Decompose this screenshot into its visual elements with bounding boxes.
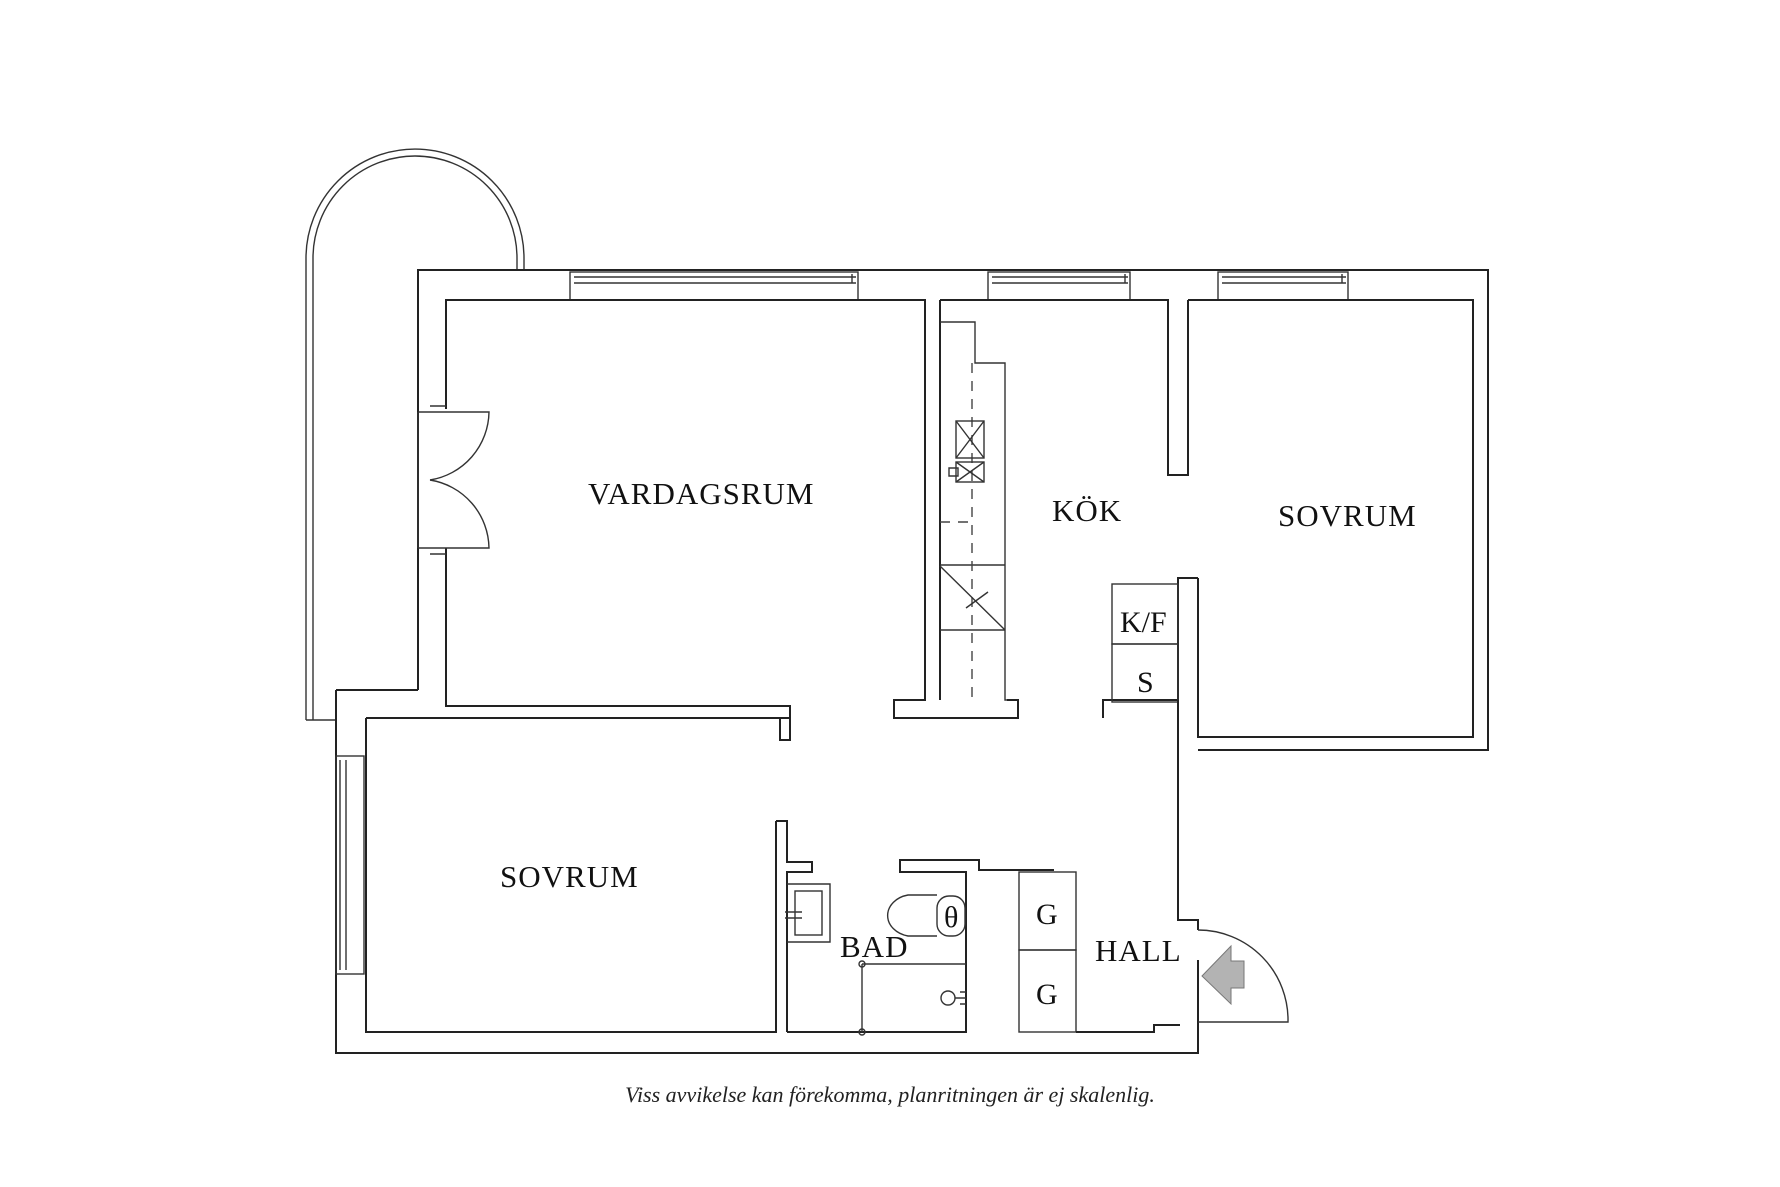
vardagsrum-walls [366,299,1019,741]
fixture-label-s: S [1137,666,1154,699]
hall-walls [1177,700,1289,1023]
g-closets [1018,871,1180,1033]
bad-walls: θ [785,859,1054,1036]
fixture-label-kf: K/F [1120,606,1167,639]
room-label-sovrum-2: SOVRUM [500,859,639,894]
room-label-sovrum-1: SOVRUM [1278,498,1417,533]
room-label-vardagsrum: VARDAGSRUM [588,476,815,511]
fixture-label-g1: G [1036,898,1058,931]
toilet-symbol: θ [944,901,958,934]
disclaimer-caption: Viss avvikelse kan förekomma, planritnin… [625,1082,1155,1107]
kf-s-closet [1111,583,1179,703]
entrance-arrow-icon [1201,944,1245,1006]
balcony-door [417,405,490,555]
kok-walls [939,299,1474,738]
fixture-label-g2: G [1036,978,1058,1011]
room-label-hall: HALL [1095,933,1182,968]
kitchen-counter [939,321,1007,701]
balcony [305,148,525,721]
sovrum-2-walls [365,718,813,1033]
windows-top [569,271,1349,301]
room-label-kok: KÖK [1052,493,1122,528]
window-left [335,755,365,975]
room-label-bad: BAD [840,929,908,964]
